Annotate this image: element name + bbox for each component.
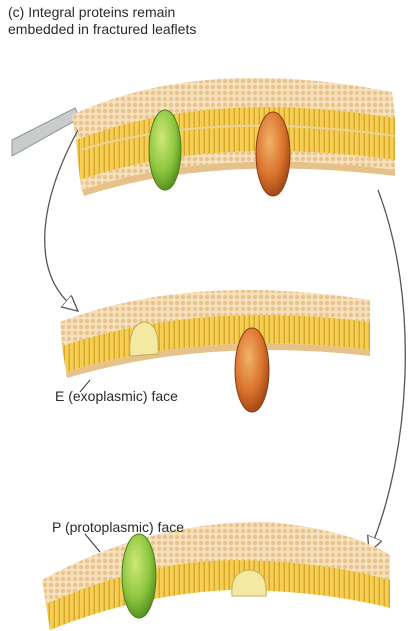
e-face-orange-protein xyxy=(235,328,269,412)
p-face-leader xyxy=(85,534,100,552)
arrow-to-p-face xyxy=(372,190,405,545)
figure-caption: (c) Integral proteins remain embedded in… xyxy=(8,4,308,38)
caption-line-2: embedded in fractured leaflets xyxy=(8,21,308,38)
intact-bilayer xyxy=(12,78,395,196)
p-face-leaflet xyxy=(42,522,390,630)
green-integral-protein xyxy=(149,110,181,190)
e-face-label: E (exoplasmic) face xyxy=(55,388,178,404)
p-face-label: P (protoplasmic) face xyxy=(52,519,184,535)
arrow-to-e-face xyxy=(45,130,78,306)
orange-integral-protein xyxy=(256,112,290,196)
caption-line-1: (c) Integral proteins remain xyxy=(8,4,308,21)
p-face-green-protein xyxy=(122,534,156,618)
knife-blade xyxy=(12,108,80,156)
